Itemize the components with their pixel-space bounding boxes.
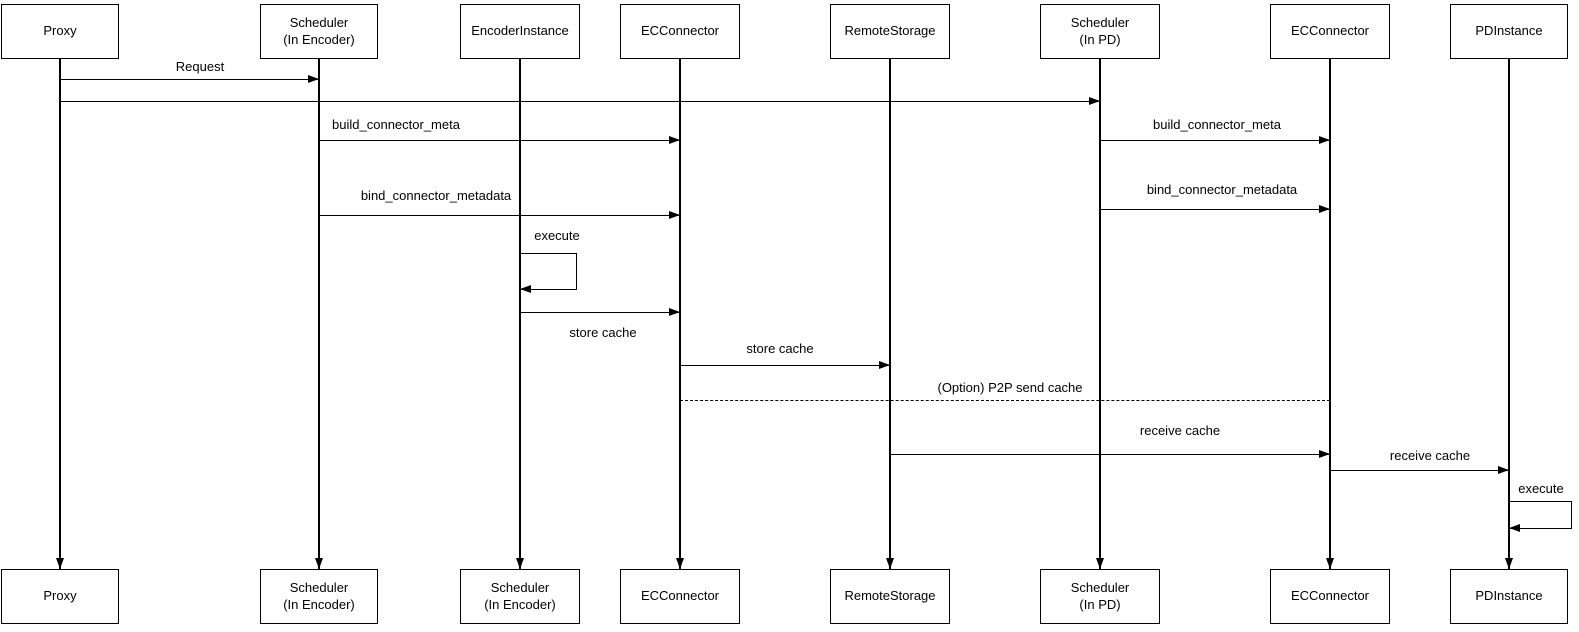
message-label-p2p-send-cache: (Option) P2P send cache [935,380,1085,395]
message-label-bind-connector-metadata-pd: bind_connector_metadata [1144,182,1300,197]
self-loop-execute-encoder [520,253,577,290]
message-arrowhead-request [308,75,319,84]
lifeline-arrowhead-proxy [55,558,64,569]
lifeline-scheduler-pd [1099,59,1101,569]
message-label-build-connector-meta-pd: build_connector_meta [1151,117,1283,132]
message-arrowhead-store-cache-encoder-to-ec [669,308,680,317]
message-label-receive-cache-storage-to-ec: receive cache [1137,423,1223,438]
message-line-store-cache-ec-to-storage [680,365,890,366]
lifeline-arrowhead-scheduler-encoder [314,558,323,569]
participant-bottom-scheduler-encoder: Scheduler (In Encoder) [260,569,378,624]
lifeline-remote-storage [889,59,891,569]
message-line-bind-connector-metadata-encoder [319,215,680,216]
participant-top-remote-storage: RemoteStorage [830,4,950,59]
message-arrowhead-store-cache-ec-to-storage [879,361,890,370]
lifeline-pd-instance [1508,59,1510,569]
lifeline-arrowhead-ec-connector-1 [675,558,684,569]
self-loop-arrowhead-execute-pd [1509,523,1520,532]
message-label-request: Request [173,59,227,74]
lifeline-arrowhead-encoder-instance [515,558,524,569]
participant-bottom-scheduler-pd: Scheduler (In PD) [1040,569,1160,624]
participant-top-pd-instance: PDInstance [1450,4,1568,59]
message-arrowhead-build-connector-meta-encoder [669,136,680,145]
self-loop-label-execute-encoder: execute [532,228,582,243]
lifeline-arrowhead-ec-connector-2 [1325,558,1334,569]
lifeline-ec-connector-2 [1329,59,1331,569]
message-label-receive-cache-ec-to-pd: receive cache [1387,448,1473,463]
participant-bottom-proxy: Proxy [1,569,119,624]
lifeline-encoder-instance [519,59,521,569]
message-label-bind-connector-metadata-encoder: bind_connector_metadata [358,188,514,203]
participant-bottom-remote-storage: RemoteStorage [830,569,950,624]
self-loop-arrowhead-execute-encoder [520,284,531,293]
message-line-store-cache-encoder-to-ec [520,312,680,313]
participant-bottom-ec-connector-2: ECConnector [1270,569,1390,624]
participant-bottom-encoder-instance: Scheduler (In Encoder) [460,569,580,624]
message-arrowhead-bind-connector-metadata-pd [1319,205,1330,214]
participant-top-ec-connector-2: ECConnector [1270,4,1390,59]
message-line-proxy-to-scheduler-pd [60,101,1100,102]
message-line-receive-cache-storage-to-ec [890,454,1330,455]
message-line-bind-connector-metadata-pd [1100,209,1330,210]
message-line-build-connector-meta-pd [1100,140,1330,141]
message-line-p2p-send-cache [680,400,1330,401]
message-line-receive-cache-ec-to-pd [1330,470,1509,471]
lifeline-arrowhead-remote-storage [885,558,894,569]
participant-bottom-pd-instance: PDInstance [1450,569,1568,624]
message-line-build-connector-meta-encoder [319,140,680,141]
lifeline-ec-connector-1 [679,59,681,569]
message-label-store-cache-ec-to-storage: store cache [744,341,816,356]
lifeline-proxy [59,59,61,569]
lifeline-scheduler-encoder [318,59,320,569]
lifeline-arrowhead-scheduler-pd [1095,558,1104,569]
message-label-store-cache-encoder-to-ec: store cache [567,325,639,340]
message-line-request [60,79,319,80]
participant-top-ec-connector-1: ECConnector [620,4,740,59]
participant-bottom-ec-connector-1: ECConnector [620,569,740,624]
message-arrowhead-proxy-to-scheduler-pd [1089,97,1100,106]
message-label-build-connector-meta-encoder: build_connector_meta [330,117,462,132]
message-arrowhead-receive-cache-storage-to-ec [1319,450,1330,459]
participant-top-scheduler-pd: Scheduler (In PD) [1040,4,1160,59]
participant-top-scheduler-encoder: Scheduler (In Encoder) [260,4,378,59]
self-loop-execute-pd [1509,501,1572,529]
message-arrowhead-bind-connector-metadata-encoder [669,211,680,220]
participant-top-encoder-instance: EncoderInstance [460,4,580,59]
participant-top-proxy: Proxy [1,4,119,59]
self-loop-label-execute-pd: execute [1516,481,1566,496]
message-arrowhead-build-connector-meta-pd [1319,136,1330,145]
lifeline-arrowhead-pd-instance [1504,558,1513,569]
message-arrowhead-receive-cache-ec-to-pd [1498,466,1509,475]
